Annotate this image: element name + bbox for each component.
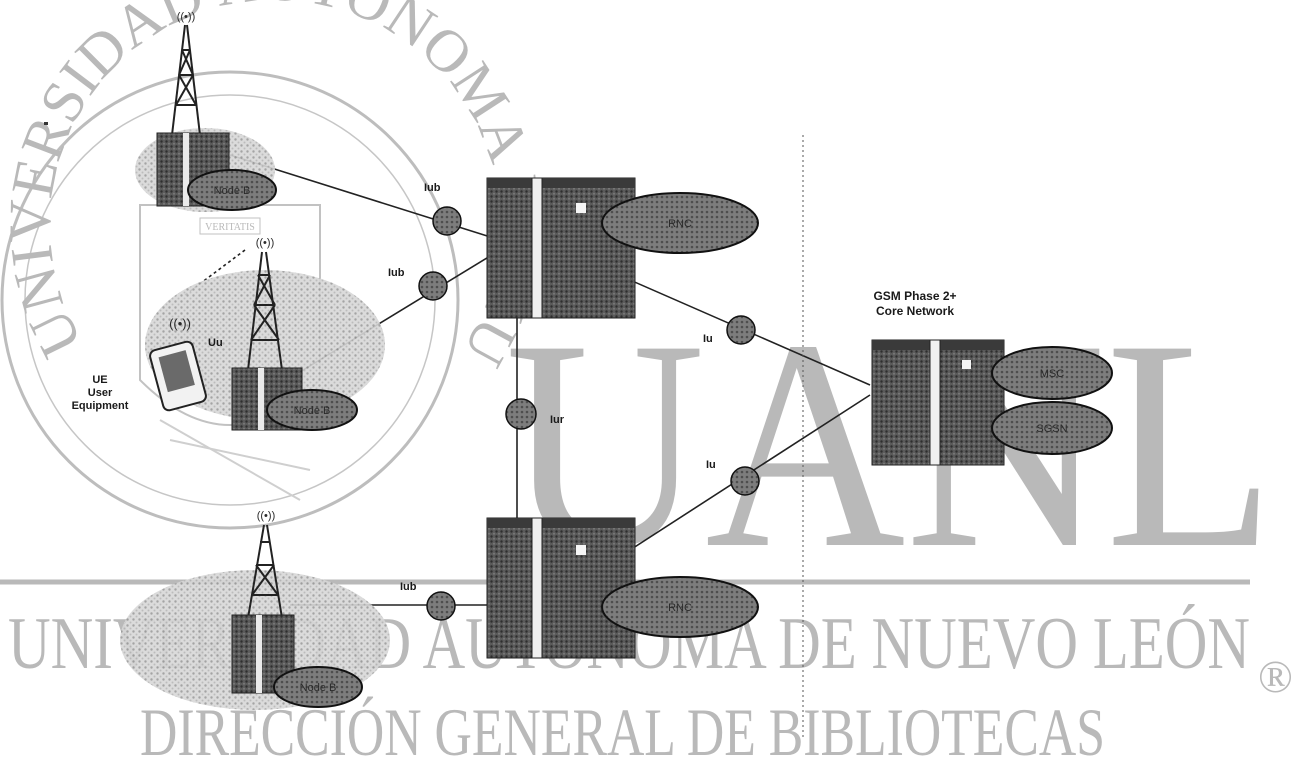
node-b-bottom-label: Node B [300, 682, 337, 694]
ue-label-line1: UE [92, 374, 107, 386]
interface-iub-top-label: Iub [424, 182, 441, 194]
interface-iub-bottom-label: Iub [400, 581, 417, 593]
seal-motto: VERITATIS [205, 222, 255, 233]
antenna-tower-icon [247, 524, 283, 619]
node-b-top-label: Node B [214, 185, 251, 197]
watermark-registered-mark: ® [1258, 651, 1293, 702]
signal-icon: ((•)) [256, 237, 275, 249]
connector-iu-bottom [730, 466, 760, 496]
connector-iu-top [726, 315, 756, 345]
core-network-label-line1: GSM Phase 2+ [873, 289, 956, 303]
ue-label-line3: Equipment [72, 400, 129, 412]
connector-iub-top [432, 206, 462, 236]
core-network-label-line2: Core Network [876, 304, 954, 318]
interface-connectors [418, 206, 760, 621]
signal-icon: ((•)) [169, 316, 191, 331]
user-equipment: ((•)) Uu UE User Equipment [72, 316, 223, 412]
rnc-bottom-label: RNC [668, 602, 692, 614]
interface-iub-mid-label: Iub [388, 267, 405, 279]
core-lower-label: SGSN [1036, 423, 1067, 435]
node-b-top: ((•)) Node B [135, 11, 277, 212]
node-b-mid-label: Node B [294, 405, 331, 417]
scan-artifact [44, 122, 48, 125]
interface-iu-bottom-label: Iu [706, 459, 716, 471]
antenna-tower-icon [171, 24, 201, 136]
core-upper-label: MSC [1040, 368, 1065, 380]
rnc-bottom: RNC [486, 517, 759, 659]
antenna-tower-icon [247, 251, 283, 371]
connector-iub-bottom [426, 591, 456, 621]
connector-iub-mid [418, 271, 448, 301]
connector-iur [505, 398, 537, 430]
interface-labels: Iub Iub Iub Iur Iu Iu [388, 182, 716, 593]
signal-icon: ((•)) [257, 510, 276, 522]
rnc-top-label: RNC [668, 218, 692, 230]
watermark-seal: UNIVERSIDAD AUTÓNOMA DE NUEVO LEÓN VERIT… [0, 0, 554, 530]
interface-uu-label: Uu [208, 337, 223, 349]
rnc-top: RNC [486, 177, 759, 319]
node-b-mid: ((•)) Node B [145, 237, 385, 431]
node-b-bottom: ((•)) Node B [120, 510, 390, 710]
signal-icon: ((•)) [177, 11, 196, 23]
interface-iu-top-label: Iu [703, 333, 713, 345]
core-network: MSC SGSN GSM Phase 2+ Core Network [871, 289, 1113, 466]
ue-label-line2: User [88, 387, 113, 399]
interface-iur-label: Iur [550, 414, 565, 426]
